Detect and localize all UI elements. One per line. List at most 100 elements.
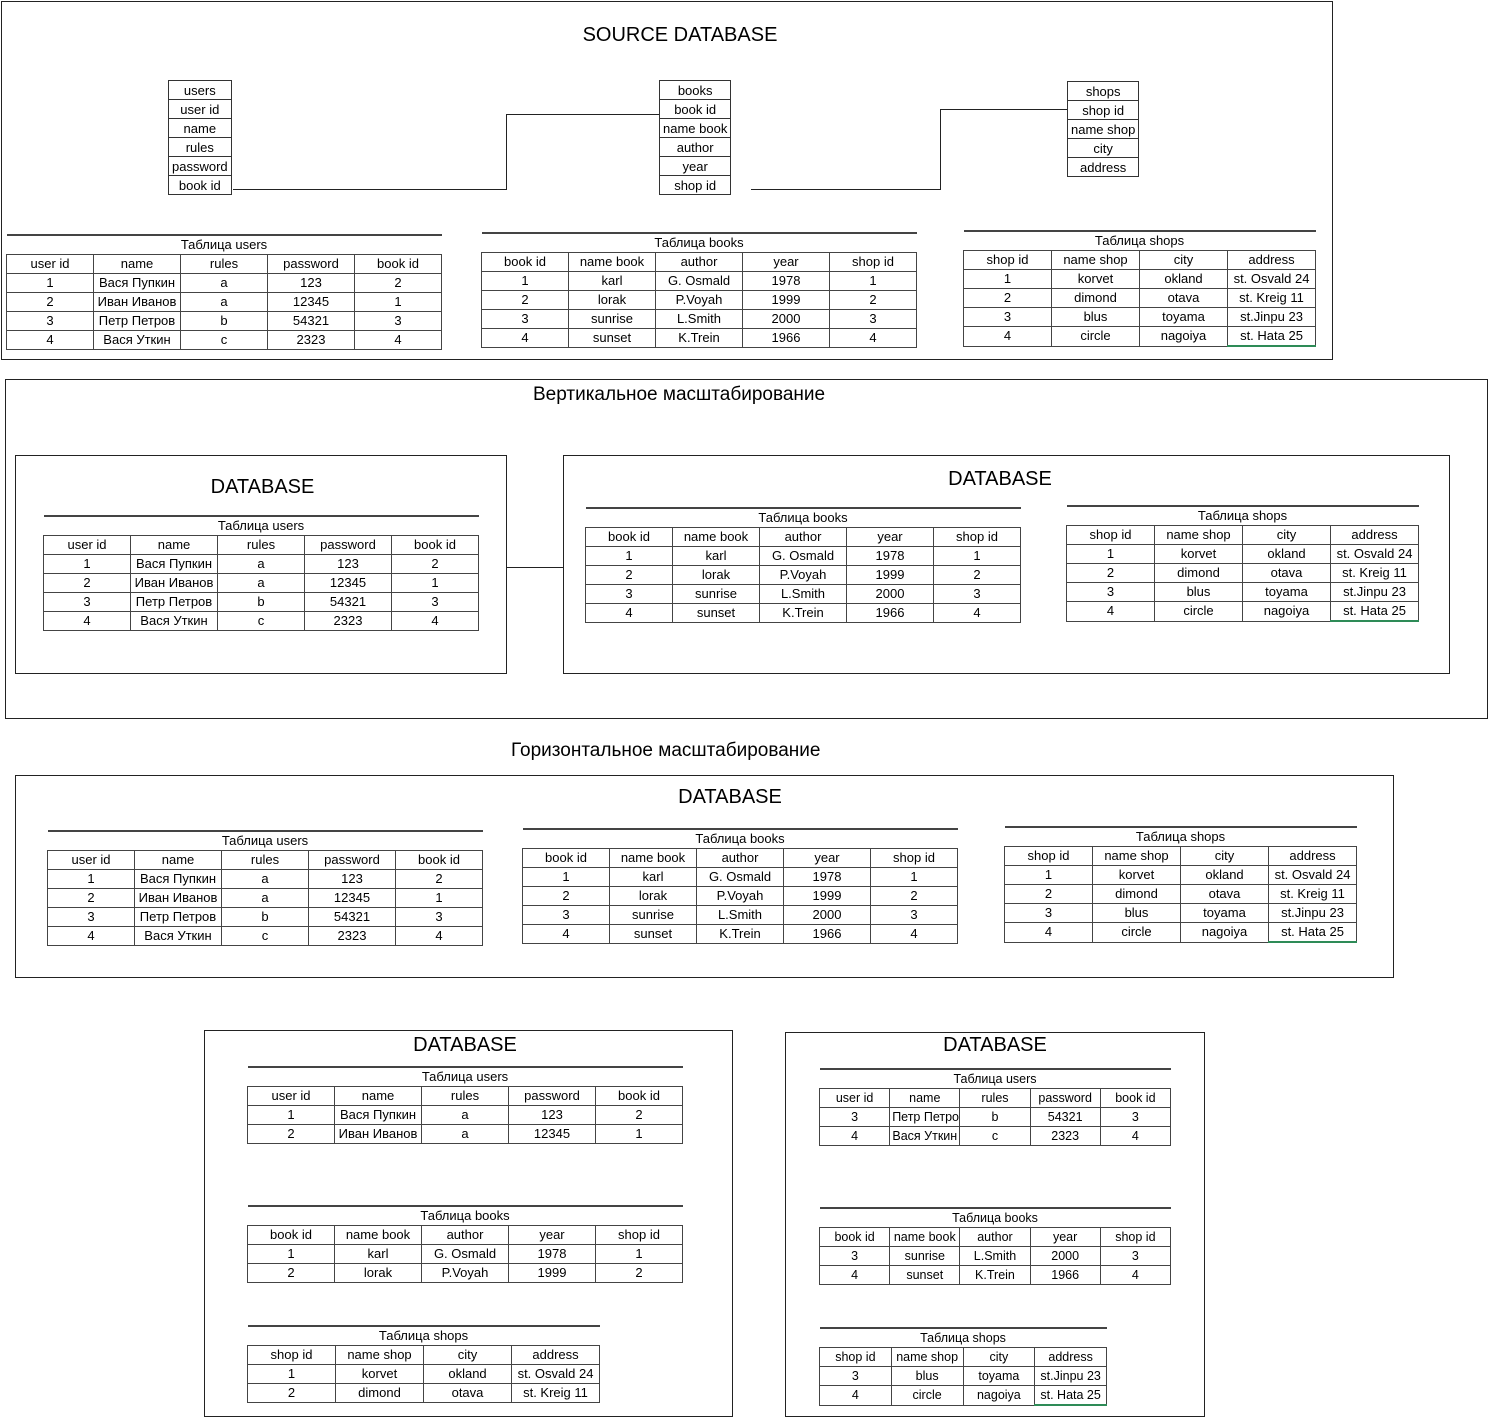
schema-books: books book id name book author year shop… [658, 80, 732, 195]
table-cell: L.Smith [696, 905, 784, 925]
table-caption: Таблица users [47, 830, 483, 851]
table-cell: Иван Иванов [130, 573, 218, 593]
table-cell: blus [890, 1366, 964, 1386]
column-header: name book [672, 527, 760, 547]
table-cell: L.Smith [959, 1246, 1031, 1266]
table-cell: 2323 [267, 330, 355, 350]
table-cell: 2 [933, 565, 1021, 585]
column-header: city [1139, 250, 1228, 270]
table-cell: st.Jinpu 23 [1330, 582, 1419, 602]
table-cell: P.Voyah [696, 886, 784, 906]
table-cell: okland [1139, 269, 1228, 289]
table-cell: Петр Петров [93, 311, 181, 331]
table-cell: Вася Уткин [130, 611, 218, 631]
table-cell: lorak [609, 886, 697, 906]
column-header: rules [421, 1086, 509, 1106]
table-cell: b [180, 311, 268, 331]
table-cell: 1 [963, 269, 1052, 289]
table-cell: 1966 [742, 328, 830, 348]
table-cell: 4 [1099, 1265, 1172, 1285]
table-cell: st. Osvald 24 [1227, 269, 1316, 289]
table-cell: st. Kreig 11 [1268, 884, 1357, 904]
table-caption-row: Таблица shops [819, 1327, 1107, 1348]
table-cell: sunrise [889, 1246, 961, 1266]
table-cell: 2 [47, 888, 135, 908]
column-header: book id [247, 1225, 335, 1245]
table-cell: nagoiya [1180, 922, 1269, 943]
column-header: name book [889, 1227, 961, 1247]
table-caption: Таблица users [247, 1066, 683, 1087]
table-cell: 4 [829, 328, 917, 348]
table-cell: 1 [247, 1105, 335, 1125]
table-cell: otava [1139, 288, 1228, 308]
table-caption: Таблица shops [963, 230, 1316, 251]
table-cell: L.Smith [759, 584, 847, 604]
table-cell: 54321 [308, 907, 396, 927]
column-header: rules [221, 850, 309, 870]
schema-books-field: book id [658, 99, 732, 119]
table-cell: K.Trein [959, 1265, 1031, 1285]
column-header: city [423, 1345, 512, 1365]
table-cell: 1 [1004, 865, 1093, 885]
table-cell: karl [672, 546, 760, 566]
table-cell: 12345 [308, 888, 396, 908]
column-header: book id [395, 850, 483, 870]
table-cell: 1999 [742, 290, 830, 310]
table-cell: korvet [1092, 865, 1181, 885]
column-header: book id [522, 848, 610, 868]
table-cell: otava [423, 1383, 512, 1403]
table-cell: 2323 [1029, 1126, 1101, 1146]
vertical-scaling-title: Вертикальное масштабирование [533, 384, 826, 405]
table-caption: Таблица books [481, 232, 917, 253]
table-cell: Вася Уткин [93, 330, 181, 350]
table-cell: toyama [1242, 582, 1331, 602]
table-cell: 3 [481, 309, 569, 329]
table-cell: sunset [568, 328, 656, 348]
table-cell: 123 [267, 273, 355, 293]
column-header: address [511, 1345, 600, 1365]
table-cell: st. Hata 25 [1227, 326, 1316, 347]
table-cell: 2000 [846, 584, 934, 604]
table-cell: 54321 [1029, 1107, 1101, 1127]
table-cell: 3 [818, 1246, 891, 1266]
table-cell: 3 [6, 311, 94, 331]
table-cell: 1 [1066, 544, 1155, 564]
table-cell: 4 [354, 330, 442, 350]
table-cell: st. Hata 25 [1034, 1385, 1107, 1406]
table-cell: 3 [1066, 582, 1155, 602]
table-cell: 3 [1099, 1246, 1172, 1266]
table-cell: karl [334, 1244, 422, 1264]
table-cell: K.Trein [655, 328, 743, 348]
table-cell: st. Osvald 24 [1330, 544, 1419, 564]
table-cell: 12345 [267, 292, 355, 312]
schema-shops-field: name shop [1066, 119, 1140, 139]
column-header: shop id [247, 1345, 336, 1365]
table-cell: c [217, 611, 305, 631]
table-caption: Таблица shops [247, 1325, 600, 1346]
table-cell: nagoiya [962, 1385, 1036, 1406]
table-cell: korvet [1051, 269, 1140, 289]
table-cell: Иван Иванов [334, 1124, 422, 1144]
table-cell: Вася Уткин [889, 1126, 961, 1146]
table-cell: Вася Пупкин [134, 869, 222, 889]
table-cell: nagoiya [1242, 601, 1331, 622]
table-caption: Таблица books [522, 828, 958, 849]
table-cell: P.Voyah [655, 290, 743, 310]
schema-shops-field: shops [1066, 81, 1140, 101]
table-cell: a [217, 573, 305, 593]
column-header: rules [180, 254, 268, 274]
